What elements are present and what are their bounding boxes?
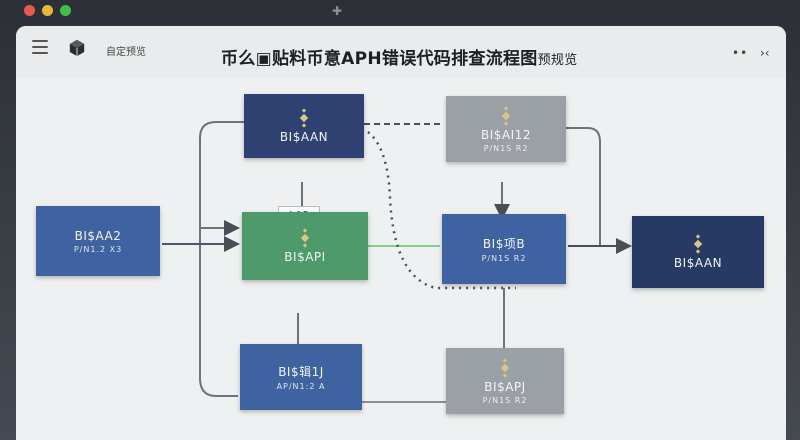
node-sublabel: AP/N1:2 A	[276, 382, 326, 391]
node-label: BI$APJ	[484, 379, 526, 394]
node-top-right[interactable]: BI$AI12 P/N1S R2	[446, 96, 566, 162]
cube-logo-icon[interactable]	[68, 39, 86, 57]
node-left[interactable]: BI$AA2 P/N1.2 X3	[36, 206, 160, 276]
window-controls	[24, 5, 71, 16]
maximize-button[interactable]	[60, 5, 71, 16]
node-label: BI$AAN	[673, 256, 723, 270]
title-main: 币么▣贴料币意APH错误代码排查流程图	[221, 49, 538, 69]
node-bottom-center[interactable]: BI$辑1J AP/N1:2 A	[240, 344, 362, 410]
binance-logo-icon	[299, 108, 309, 128]
hamburger-menu-icon[interactable]	[32, 40, 48, 54]
node-center[interactable]: BI$API	[242, 212, 368, 280]
diagram-canvas[interactable]: ↑0R BI$AAN BI$AI12 P/N1S R2 BI$AA2 P/N1.…	[16, 78, 786, 440]
node-label: BI$项B	[482, 237, 526, 251]
node-label: BI$AI12	[481, 127, 531, 142]
edge-diagonal-hatched	[367, 131, 516, 290]
binance-logo-icon	[500, 357, 510, 378]
minimize-button[interactable]	[42, 5, 53, 16]
node-top-center[interactable]: BI$AAN	[244, 94, 364, 158]
edge-topright-farright	[566, 127, 601, 246]
binance-logo-icon	[300, 228, 310, 248]
more-options-icon[interactable]: ••	[732, 46, 749, 60]
diagram-edges	[162, 121, 632, 403]
node-label: BI$辑1J	[278, 365, 324, 379]
binance-logo-icon	[501, 105, 511, 126]
node-sublabel: P/N1S R2	[483, 143, 529, 153]
edge-top-loop	[199, 121, 244, 236]
app-name[interactable]: 自定预览	[106, 47, 146, 58]
node-label: BI$AAN	[279, 130, 329, 144]
node-bottom-right[interactable]: BI$APJ P/N1S R2	[446, 348, 564, 414]
page-title: 币么▣贴料币意APH错误代码排查流程图预规览	[221, 44, 578, 69]
camera-icon: ✚	[332, 4, 343, 18]
node-mid-right[interactable]: BI$项B P/N1S R2	[442, 214, 566, 284]
title-suffix: 预规览	[537, 53, 578, 68]
binance-logo-icon	[693, 234, 703, 254]
node-label: BI$AA2	[74, 228, 122, 243]
edge-bottom-loop	[199, 228, 238, 397]
node-sublabel: P/N1S R2	[481, 254, 527, 263]
close-button[interactable]	[24, 5, 35, 16]
node-sublabel: P/N1.2 X3	[73, 244, 123, 254]
app-window: 自定预览 币么▣贴料币意APH错误代码排查流程图预规览 •• ›‹	[16, 26, 786, 440]
title-bar: 自定预览 币么▣贴料币意APH错误代码排查流程图预规览 •• ›‹	[16, 26, 786, 79]
node-label: BI$API	[284, 250, 326, 264]
collapse-panel-icon[interactable]: ›‹	[760, 46, 770, 60]
node-sublabel: P/N1S R2	[482, 395, 528, 405]
node-far-right[interactable]: BI$AAN	[632, 216, 764, 288]
